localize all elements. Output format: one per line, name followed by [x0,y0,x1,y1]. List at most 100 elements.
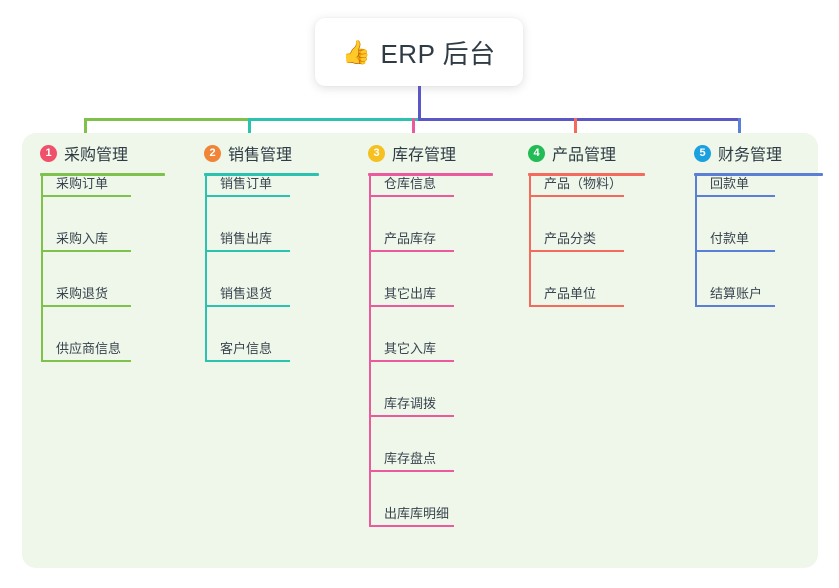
leaf-node[interactable]: 其它出库 [369,279,454,307]
connector-bus-segment-3 [418,118,741,121]
column-spine-2 [205,176,207,362]
leaf-label: 仓库信息 [384,176,437,191]
leaf-node[interactable]: 付款单 [695,224,775,252]
column-header-4[interactable]: 4 产品管理 [528,141,616,165]
leaf-rule [529,195,624,197]
column-header-3[interactable]: 3 库存管理 [368,141,456,165]
leaf-label: 采购退货 [56,286,109,301]
column-4: 4 产品管理产品（物料） 产品分类产品单位 [510,133,647,568]
column-header-5[interactable]: 5 财务管理 [694,141,782,165]
leaf-label: 回款单 [710,176,750,191]
leaf-label: 销售订单 [220,176,273,191]
leaf-label: 结算账户 [710,286,763,301]
connector-bus-segment-1 [84,118,250,121]
column-header-2[interactable]: 2 销售管理 [204,141,292,165]
column-rule-1 [40,173,165,176]
leaf-label: 销售出库 [220,231,273,246]
leaf-rule [369,525,454,527]
leaf-node[interactable]: 产品库存 [369,224,454,252]
column-rule-5 [694,173,823,176]
column-spine-4 [529,176,531,307]
leaf-node[interactable]: 供应商信息 [41,334,131,362]
leaf-node[interactable]: 客户信息 [205,334,290,362]
leaf-label: 产品单位 [544,286,597,301]
column-rule-2 [204,173,319,176]
root-node-content: 👍 ERP 后台 [342,34,495,71]
leaf-label: 采购入库 [56,231,109,246]
leaf-node[interactable]: 结算账户 [695,279,775,307]
leaf-rule [695,195,775,197]
leaf-rule [41,250,131,252]
column-rule-3 [368,173,493,176]
leaf-rule [41,360,131,362]
leaf-label: 产品（物料） [544,176,623,191]
leaf-label: 销售退货 [220,286,273,301]
connector-bus-segment-2 [248,118,421,121]
leaf-node[interactable]: 采购退货 [41,279,131,307]
leaf-node[interactable]: 产品分类 [529,224,624,252]
leaf-label: 采购订单 [56,176,109,191]
leaf-label: 库存盘点 [384,451,437,466]
column-title-4: 产品管理 [552,147,617,164]
leaf-rule [369,250,454,252]
leaf-rule [369,470,454,472]
leaf-rule [369,415,454,417]
leaf-rule [529,250,624,252]
thumbs-up-icon: 👍 [342,38,372,65]
leaf-node[interactable]: 库存盘点 [369,444,454,472]
leaf-rule [369,305,454,307]
connector-trunk [418,86,421,121]
column-badge-5: 5 [694,144,711,162]
column-title-2: 销售管理 [228,147,293,164]
leaf-label: 供应商信息 [56,341,122,356]
leaf-label: 其它出库 [384,286,437,301]
leaf-label: 产品分类 [544,231,597,246]
column-badge-3: 3 [368,144,385,162]
leaf-rule [41,305,131,307]
column-spine-3 [369,176,371,527]
leaf-rule [695,250,775,252]
leaf-node[interactable]: 产品单位 [529,279,624,307]
column-rule-4 [528,173,645,176]
page-title: ERP 后台 [380,38,496,69]
leaf-label: 产品库存 [384,231,437,246]
leaf-node[interactable]: 其它入库 [369,334,454,362]
column-spine-1 [41,176,43,362]
column-badge-2: 2 [204,144,221,162]
leaf-rule [205,195,290,197]
column-spine-5 [695,176,697,307]
leaf-rule [205,305,290,307]
leaf-node[interactable]: 采购入库 [41,224,131,252]
leaf-rule [41,195,131,197]
leaf-rule [205,360,290,362]
leaf-node[interactable]: 采购订单 [41,169,131,197]
leaf-node[interactable]: 产品（物料） [529,169,624,197]
root-node[interactable]: 👍 ERP 后台 [315,18,523,86]
column-title-5: 财务管理 [718,147,783,164]
leaf-rule [369,195,454,197]
leaf-rule [695,305,775,307]
leaf-label: 其它入库 [384,341,437,356]
column-5: 5 财务管理回款单付款单结算账户 [676,133,825,568]
leaf-label: 付款单 [710,231,750,246]
leaf-node[interactable]: 销售出库 [205,224,290,252]
leaf-node[interactable]: 回款单 [695,169,775,197]
leaf-rule [205,250,290,252]
leaf-node[interactable]: 销售订单 [205,169,290,197]
leaf-label: 出库库明细 [384,506,450,521]
column-title-3: 库存管理 [392,147,457,164]
leaf-node[interactable]: 销售退货 [205,279,290,307]
leaf-node[interactable]: 仓库信息 [369,169,454,197]
column-2: 2 销售管理销售订单销售出库销售退货客户信息 [186,133,321,568]
leaf-label: 库存调拨 [384,396,437,411]
leaf-node[interactable]: 库存调拨 [369,389,454,417]
leaf-node[interactable]: 出库库明细 [369,499,454,527]
column-badge-4: 4 [528,144,545,162]
leaf-rule [529,305,624,307]
column-3: 3 库存管理仓库信息产品库存其它出库其它入库库存调拨库存盘点出库库明细 [350,133,495,568]
leaf-rule [369,360,454,362]
